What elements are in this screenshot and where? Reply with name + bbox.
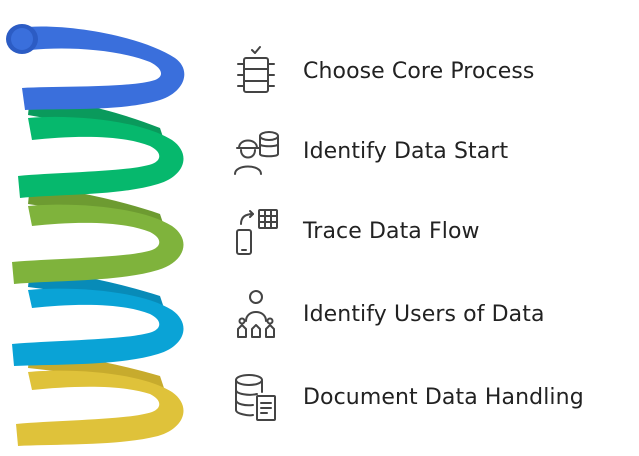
worker-database-icon bbox=[225, 121, 287, 181]
step-identify-users-of-data: Identify Users of Data bbox=[225, 284, 639, 344]
step-list: Choose Core Process Identify Data Start bbox=[225, 0, 639, 456]
coil-cyan bbox=[12, 288, 184, 366]
coil-green bbox=[18, 116, 184, 198]
step-trace-data-flow: Trace Data Flow bbox=[225, 201, 639, 261]
server-rack-check-icon bbox=[225, 41, 287, 101]
coil-end-cap-inner bbox=[11, 28, 33, 50]
mobile-spreadsheet-sync-icon bbox=[225, 201, 287, 261]
coil-olive bbox=[12, 204, 184, 284]
step-choose-core-process: Choose Core Process bbox=[225, 41, 639, 101]
database-document-icon bbox=[225, 367, 287, 427]
step-label: Document Data Handling bbox=[303, 384, 584, 410]
step-identify-data-start: Identify Data Start bbox=[225, 121, 639, 181]
step-label: Identify Data Start bbox=[303, 138, 509, 164]
coil-yellow bbox=[16, 370, 184, 446]
user-group-icon bbox=[225, 284, 287, 344]
helix-spiral bbox=[6, 24, 185, 446]
step-document-data-handling: Document Data Handling bbox=[225, 367, 639, 427]
step-label: Trace Data Flow bbox=[303, 218, 480, 244]
step-label: Choose Core Process bbox=[303, 58, 535, 84]
coil-blue bbox=[18, 26, 185, 111]
step-label: Identify Users of Data bbox=[303, 301, 545, 327]
